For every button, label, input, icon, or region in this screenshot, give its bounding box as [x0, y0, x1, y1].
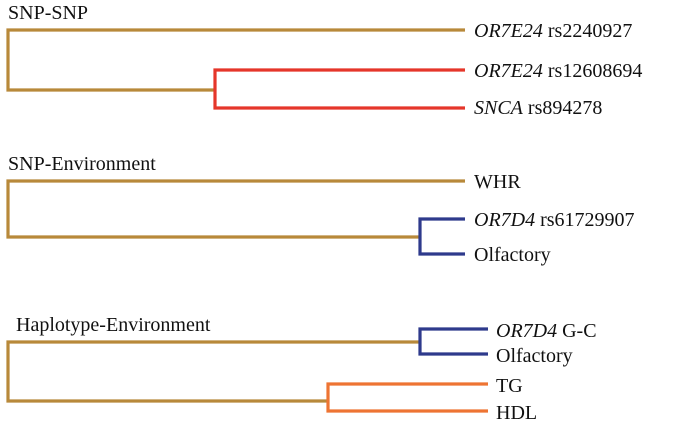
leaf-label: HDL	[496, 402, 537, 422]
leaf-label: TG	[496, 375, 523, 397]
panel-haplotype-environment: Haplotype-Environment OR7D4 G-C Olfactor…	[6, 314, 597, 422]
panel-title: SNP-Environment	[8, 153, 156, 175]
panel-snp-snp: SNP-SNP OR7E24 rs2240927 OR7E24 rs126086…	[6, 2, 642, 119]
panel-snp-environment: SNP-Environment WHR OR7D4 rs61729907 Olf…	[6, 153, 635, 266]
leaf-label: SNCA rs894278	[474, 97, 602, 119]
leaf-label: OR7E24 rs2240927	[474, 20, 632, 42]
leaf-label: OR7D4 G-C	[496, 320, 597, 342]
branch-subcluster	[418, 217, 465, 256]
branch-subcluster-a	[418, 327, 488, 356]
panel-title: SNP-SNP	[8, 2, 88, 24]
leaf-label: Olfactory	[474, 244, 551, 266]
branch-subcluster	[213, 68, 465, 110]
panel-title: Haplotype-Environment	[16, 314, 211, 336]
branch-root	[6, 340, 420, 403]
branch-root	[6, 179, 465, 239]
leaf-label: OR7E24 rs12608694	[474, 60, 642, 82]
leaf-label: Olfactory	[496, 345, 573, 367]
leaf-label: WHR	[474, 171, 521, 193]
branch-root	[6, 28, 465, 92]
leaf-label: OR7D4 rs61729907	[474, 209, 635, 231]
branch-subcluster-b	[326, 382, 488, 413]
